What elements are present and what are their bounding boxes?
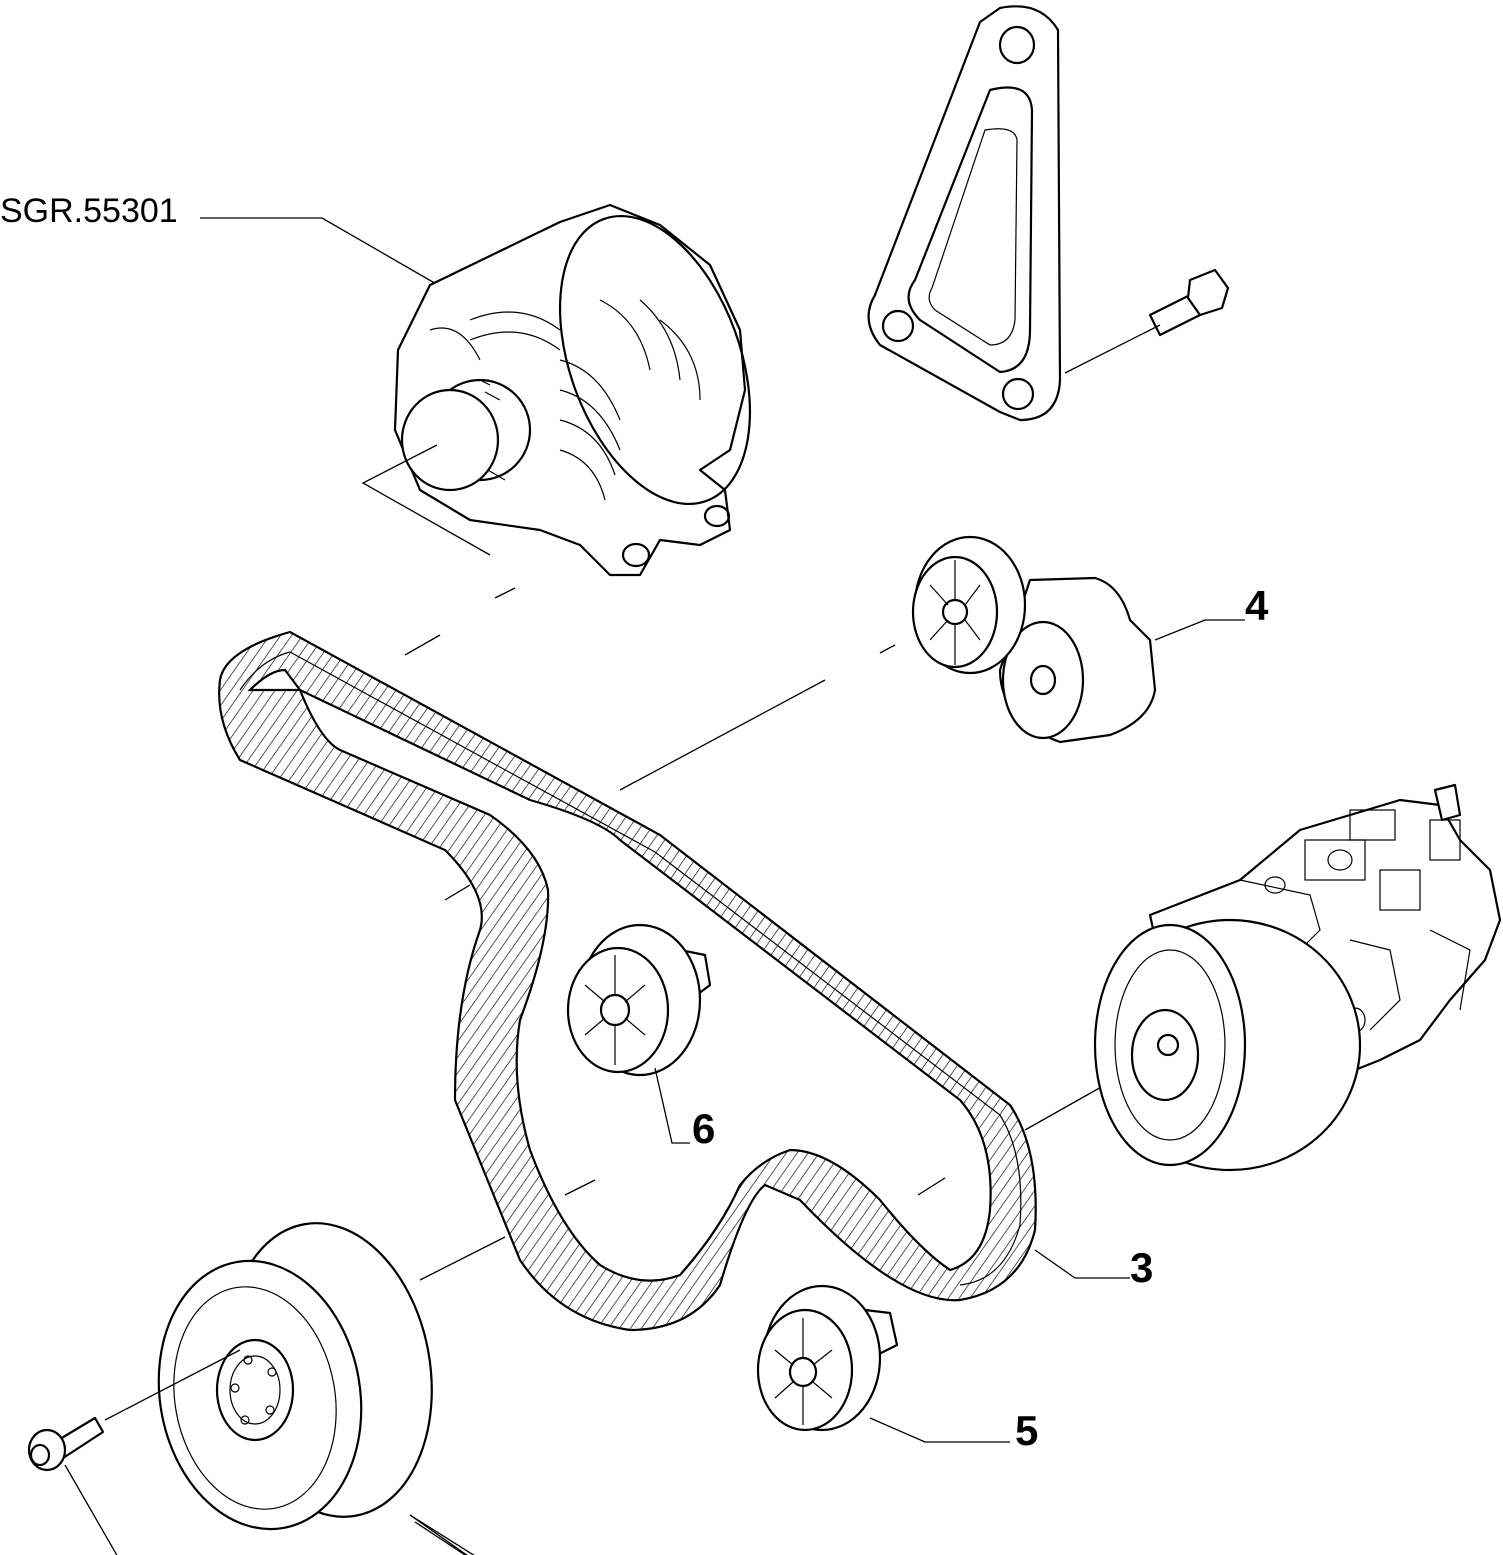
belt-tensioner — [619, 535, 1157, 791]
idler-pulley-upper — [566, 923, 712, 1077]
callout-3: 3 — [1130, 1244, 1153, 1291]
alternator-assembly: SGR.55301 — [0, 192, 752, 656]
callout-4: 4 — [1245, 582, 1269, 629]
ac-compressor — [1093, 783, 1502, 1172]
callout-5: 5 — [1015, 1407, 1038, 1454]
reference-label: SGR.55301 — [0, 192, 178, 230]
bracket-bolt — [1064, 268, 1230, 374]
reference-leader-line — [200, 217, 439, 286]
crankshaft-pulley — [104, 1222, 433, 1531]
callout-6: 6 — [692, 1105, 715, 1152]
pulley-bolt — [27, 1416, 105, 1472]
bracket-plate — [867, 5, 1062, 422]
idler-pulley-lower — [756, 1284, 899, 1432]
callout-leaders — [64, 619, 1245, 1555]
alternator-axis-line — [361, 444, 491, 556]
